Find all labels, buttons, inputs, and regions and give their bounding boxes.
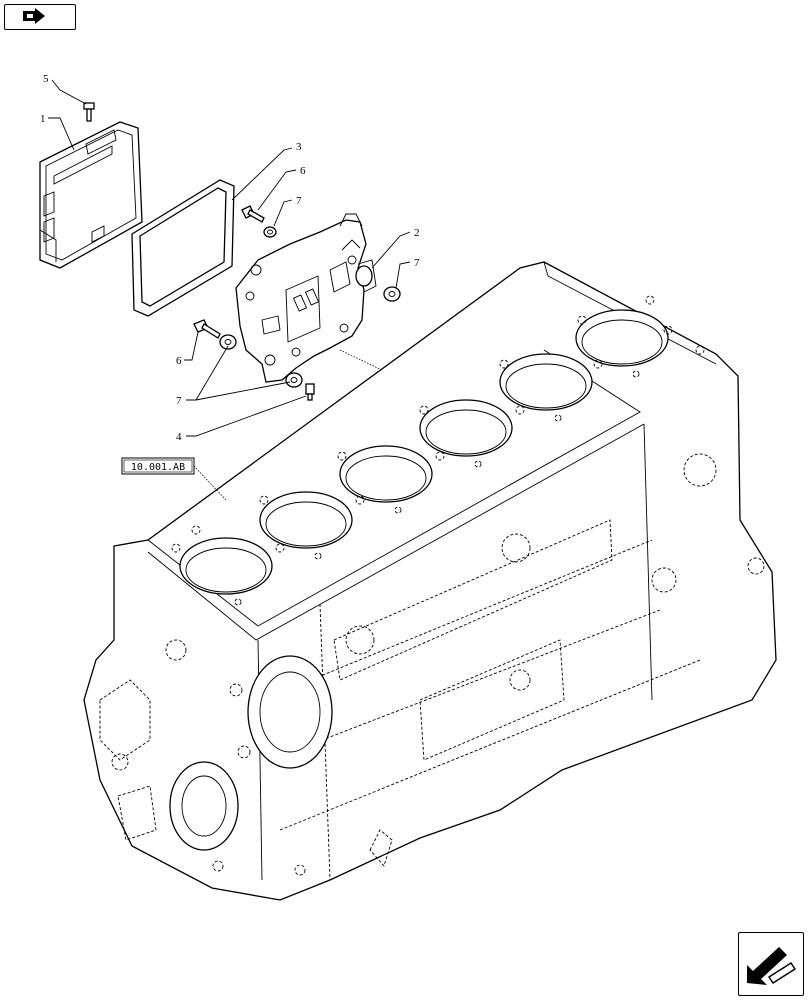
- reference-label: 10.001.AB: [131, 462, 185, 473]
- reference-link-box[interactable]: 10.001.AB: [121, 457, 195, 475]
- callout-7-right: 7: [414, 257, 420, 269]
- callout-6-upper: 6: [300, 165, 306, 177]
- callout-labels: 5 1 3 6 7 2 7 6 7 4: [40, 73, 420, 443]
- callout-4: 4: [176, 431, 182, 443]
- arrow-diagonal-icon: [747, 947, 797, 985]
- arrow-right-icon: [23, 8, 45, 24]
- callout-6-lower: 6: [176, 355, 182, 367]
- callout-5: 5: [43, 73, 49, 85]
- part-2-mounting-plate[interactable]: [235, 213, 377, 383]
- part-5-screw[interactable]: [83, 102, 95, 122]
- part-4-pin[interactable]: [305, 383, 315, 401]
- callout-7-upper: 7: [296, 195, 302, 207]
- engine-block[interactable]: [83, 261, 777, 901]
- callout-2: 2: [414, 227, 420, 239]
- callout-7-lower: 7: [176, 395, 182, 407]
- part-6-screw-lower[interactable]: [193, 319, 221, 339]
- part-7-washer-right[interactable]: [383, 286, 401, 302]
- part-7-washer-lower[interactable]: [219, 334, 303, 388]
- callout-1: 1: [40, 113, 46, 125]
- part-7-washer-upper[interactable]: [263, 226, 277, 238]
- part-3-gasket[interactable]: [131, 179, 235, 317]
- previous-page-button[interactable]: [4, 4, 76, 30]
- callout-3: 3: [296, 141, 302, 153]
- part-6-screw-upper[interactable]: [241, 205, 265, 223]
- callout-leaders: [48, 79, 411, 437]
- part-1-ecu-cover[interactable]: [39, 121, 143, 269]
- next-page-button[interactable]: [738, 932, 804, 996]
